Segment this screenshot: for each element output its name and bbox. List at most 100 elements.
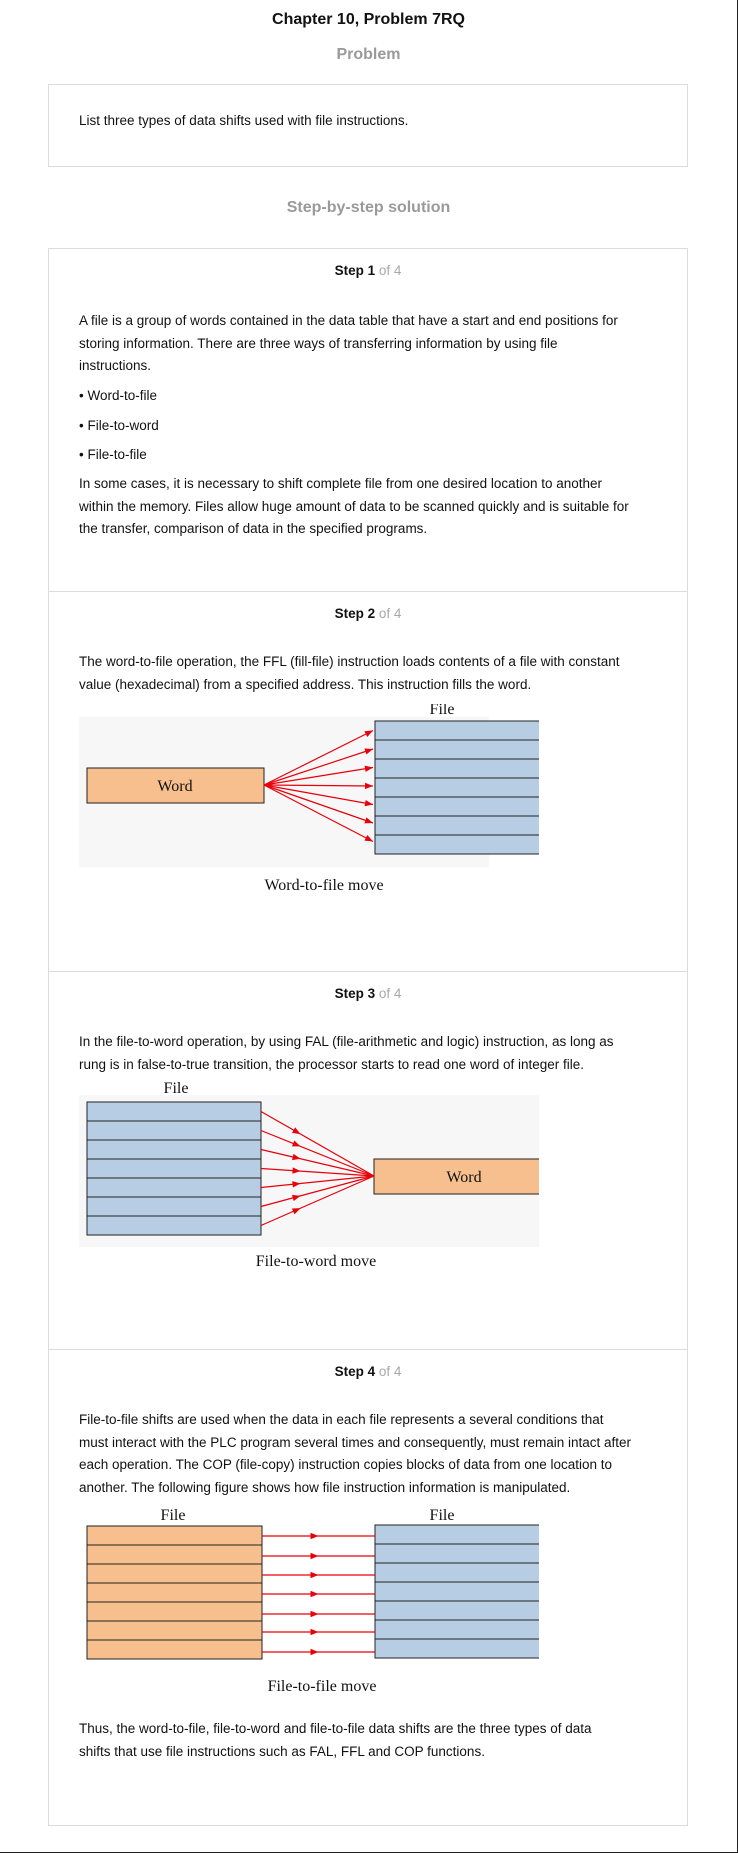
arrow-line [260,1167,375,1177]
file-cell [374,758,539,779]
arrowhead [291,1194,301,1201]
file-cell [86,1196,262,1217]
file-cell [86,1177,262,1198]
text-line: In some cases, it is necessary to shift … [79,476,603,491]
file-to-word-figure: File Word File-to-word move [79,1082,539,1270]
step-4-text: File-to-file shifts are used when the da… [79,1409,659,1499]
arrowhead [292,1181,301,1188]
right-file-label: File [430,1508,455,1524]
text-line: must interact with the PLC program sever… [79,1434,631,1450]
step-2-heading: Step 2 of 4 [49,606,687,621]
word-to-file-figure: File Word Word-to-file move [79,704,539,894]
file-cell [86,1639,263,1660]
text-line: instructions. [79,358,152,373]
left-file-label: File [161,1508,186,1524]
file-cell [86,1620,263,1641]
step-3-heading: Step 3 of 4 [49,986,687,1001]
file-cell [374,1619,539,1640]
solution-label: Step-by-step solution [286,199,451,216]
step-1: Step 1 of 4 A file is a group of words c… [49,249,687,591]
arrow-line [260,1175,375,1227]
text-line: File-to-file shifts are used when the da… [79,1412,604,1427]
step-total: of 4 [378,606,402,621]
file-cell [86,1158,262,1179]
arrowhead [364,748,373,755]
arrow-line [263,784,374,843]
arrow-group [262,1532,375,1656]
left-file-block [86,1525,263,1660]
file-block [86,1101,262,1236]
bullet-item: • File-to-word [79,417,159,433]
right-file-block [374,1524,539,1659]
page-title: Chapter 10, Problem 7RQ [272,11,465,28]
arrowhead [364,782,373,790]
file-cell [374,777,539,798]
step-1-heading: Step 1 of 4 [49,263,687,278]
file-cell [374,815,539,836]
arrow-line [263,729,374,786]
text-line: another. The following figure shows how … [79,1479,571,1495]
text-line: storing information. There are three way… [79,335,558,351]
arrowhead [292,1127,301,1135]
file-cell [86,1525,263,1546]
arrowhead [292,1153,301,1161]
file-cell [86,1120,262,1141]
arrow-line [263,784,374,787]
arrowhead [364,730,373,737]
text-line: In the file-to-word operation, by using … [79,1034,614,1049]
arrowhead [291,1208,301,1215]
step-4: Step 4 of 4 File-to-file shifts are used… [49,1349,687,1828]
word-cell [373,1158,539,1195]
text-line: value (hexadecimal) from a specified add… [79,676,532,692]
arrowhead [310,1571,319,1579]
step-total: of 4 [378,263,402,278]
file-cell [374,1600,539,1621]
arrowhead [292,1167,301,1174]
file-cell [374,796,539,817]
text-line: rung is in false-to-true transition, the… [79,1056,584,1072]
bullet-item: • Word-to-file [79,388,157,403]
figure-caption: File-to-word move [256,1253,376,1270]
arrowhead [310,1532,319,1540]
arrow-line [263,748,374,786]
text-line: A file is a group of words contained in … [79,313,618,328]
text-line: the transfer, comparison of data in the … [79,521,428,536]
file-cell [374,1581,539,1602]
arrow-line [260,1148,375,1177]
arrow-group [263,729,374,843]
arrow-line [260,1110,375,1177]
text-line: Thus, the word-to-file, file-to-word and… [79,1721,592,1736]
bullet-list: • Word-to-file • File-to-word • File-to-… [79,385,659,467]
figure-caption: File-to-file move [268,1678,377,1695]
step-number: Step 3 [334,986,376,1001]
file-label: File [430,704,455,718]
file-cell [374,739,539,760]
problem-label: Problem [336,46,401,63]
step-1-text: A file is a group of words contained in … [79,310,659,378]
text-line: The word-to-file operation, the FFL (fil… [79,654,620,669]
step-number: Step 4 [334,1364,376,1379]
arrow-line [260,1129,375,1177]
file-cell [86,1563,263,1584]
arrowhead [310,1628,319,1636]
arrowhead [291,1140,301,1147]
file-cell [374,1524,539,1545]
file-to-file-figure: File File File-to-file move [86,1508,539,1695]
step-3: Step 3 of 4 In the file-to-word operatio… [49,971,687,1350]
arrowhead [364,799,373,807]
arrow-line [263,784,374,806]
problem-text: List three types of data shifts used wit… [79,113,409,128]
word-cell [86,767,265,804]
file-cell [86,1215,262,1236]
arrow-line [263,784,374,824]
arrowhead [310,1610,319,1618]
file-cell [374,1543,539,1564]
bullet-item: • File-to-file [79,447,147,462]
step-total: of 4 [378,986,402,1001]
figure-caption: Word-to-file move [264,877,383,894]
step-total: of 4 [378,1364,402,1379]
step-4-conclusion: Thus, the word-to-file, file-to-word and… [79,1718,659,1763]
arrowhead [310,1648,319,1656]
arrowhead [364,765,373,772]
word-label: Word [157,778,192,795]
